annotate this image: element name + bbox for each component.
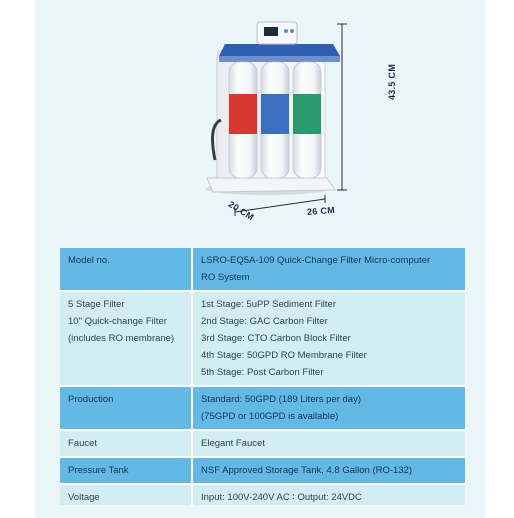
spec-value-line: 2nd Stage: GAC Carbon Filter <box>201 316 328 327</box>
top-panel-edge <box>219 56 340 62</box>
spec-label-line: Voltage <box>68 492 100 503</box>
spec-label: Pressure Tank <box>60 457 193 485</box>
height-dimension-line <box>337 23 347 191</box>
spec-row: Model no. LSRO-EQ5A-109 Quick-Change Filt… <box>60 248 465 292</box>
spec-label: 5 Stage Filter 10" Quick-change Filter (in… <box>60 291 193 387</box>
spec-value: LSRO-EQ5A-109 Quick-Change Filter Micro-… <box>192 248 465 292</box>
spec-label-line: (includes RO membrane) <box>68 333 175 344</box>
spec-value: 1st Stage: 5uPP Sediment Filter 2nd Stage… <box>192 291 465 387</box>
spec-value-line: 5th Stage: Post Carbon Filter <box>201 367 324 378</box>
spec-value-line: NSF Approved Storage Tank, 4.8 Gallon (R… <box>201 465 413 476</box>
spec-label-line: 10" Quick-change Filter <box>68 316 167 327</box>
filter-housing-2 <box>260 61 290 179</box>
spec-label-line: Production <box>68 394 114 405</box>
spec-row: Pressure Tank NSF Approved Storage Tank, … <box>60 457 465 485</box>
drain-tube <box>211 118 222 161</box>
page-footer <box>35 505 485 518</box>
spec-row: Production Standard: 50GPD (189 Liters pe… <box>60 386 465 431</box>
ro-system-image <box>205 21 347 216</box>
controller-led <box>284 29 288 33</box>
controller-led <box>290 29 294 33</box>
spec-value-line: 4th Stage: 50GPD RO Membrane Filter <box>201 350 367 361</box>
spec-row: Faucet Elegant Faucet <box>60 430 465 458</box>
spec-table: Model no. LSRO-EQ5A-109 Quick-Change Filt… <box>60 248 465 512</box>
spec-label-line: 5 Stage Filter <box>68 299 125 310</box>
spec-value-line: 3rd Stage: CTO Carbon Block Filter <box>201 333 351 344</box>
height-dimension-label: 43.5 CM <box>387 63 397 100</box>
spec-label: Model no. <box>60 248 193 292</box>
spec-value-line: Standard: 50GPD (189 Liters per day) <box>201 394 362 405</box>
product-illustration: 43.5 CM 26 CM 20 CM <box>35 0 485 240</box>
spec-label-line: Faucet <box>68 438 98 449</box>
spec-value-line: Input: 100V-240V AC ∶ Output: 24VDC <box>201 492 362 503</box>
spec-value: NSF Approved Storage Tank, 4.8 Gallon (R… <box>192 457 465 485</box>
spec-label-line: Pressure Tank <box>68 465 129 476</box>
width-dimension-label: 26 CM <box>306 205 336 217</box>
spec-label-line: Model no. <box>68 255 110 266</box>
spec-label: Faucet <box>60 430 193 458</box>
spec-value-line: RO System <box>201 272 250 283</box>
spec-row: 5 Stage Filter 10" Quick-change Filter (in… <box>60 291 465 387</box>
spec-label: Production <box>60 386 193 431</box>
spec-value-line: 1st Stage: 5uPP Sediment Filter <box>201 299 337 310</box>
spec-value: Standard: 50GPD (189 Liters per day) (75G… <box>192 386 465 431</box>
spec-value-line: (75GPD or 100GPD is available) <box>201 411 339 422</box>
filter-housing-1 <box>228 61 258 179</box>
width-dimension-line <box>234 195 326 216</box>
filter-housing-3 <box>292 61 322 179</box>
spec-value-line: LSRO-EQ5A-109 Quick-Change Filter Micro-… <box>201 255 431 266</box>
spec-value-line: Elegant Faucet <box>201 438 265 449</box>
top-panel <box>219 44 340 56</box>
controller-display <box>264 27 278 36</box>
spec-value: Elegant Faucet <box>192 430 465 458</box>
base-tray <box>206 177 336 193</box>
